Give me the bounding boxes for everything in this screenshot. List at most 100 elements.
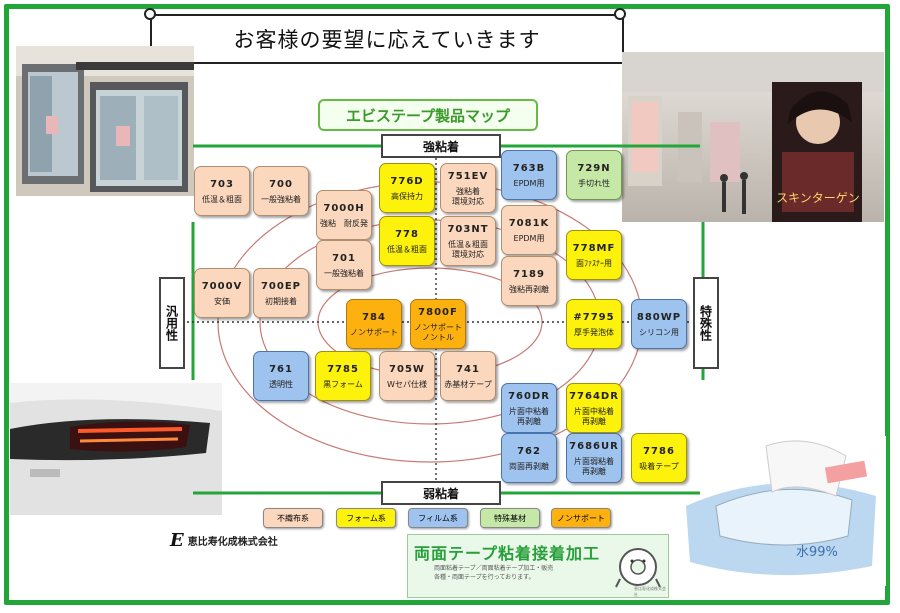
product-box-7686UR: 7686UR 片面弱粘着 再剥離 [566,433,622,483]
company-logo-mark: E [170,530,184,551]
package-illustration: 水99% [676,436,886,586]
product-code: 7081K [508,217,550,229]
product-box-700: 700 一般強粘着 [253,166,309,216]
product-description: ノンサポート [350,327,398,337]
processing-banner: 両面テープ粘着接着加工 両面粘着テープ／両面粘着テープ加工・販売 各種・両面テー… [407,534,669,598]
car-illustration [10,383,222,515]
banner-title: 両面テープ粘着接着加工 [414,544,601,563]
product-description: 低温＆粗面 [387,244,427,254]
product-description: EPDM用 [513,178,545,188]
product-code: 703NT [447,223,489,235]
product-description: 低温＆粗面 [202,194,242,204]
product-code: 751EV [447,170,489,182]
product-description: Wセパ仕様 [387,379,427,389]
product-description: 片面弱粘着 再剥離 [574,456,614,476]
product-box-763B: 763B EPDM用 [501,150,557,200]
product-description: 黒フォーム [323,379,363,389]
scroll-curl-right [614,8,626,20]
banner-sub2: 各種・両面テープを行っております。 [434,574,535,581]
banner-footer: 恵比寿化成株式会社 [634,586,666,597]
product-box-7081K: 7081K EPDM用 [501,205,557,255]
product-code: 784 [362,311,386,323]
product-code: 778 [395,228,419,240]
axis-label-right: 特殊性 [693,277,719,369]
product-code: 7000V [201,280,243,292]
product-description: 面ﾌｧｽﾅｰ用 [576,258,612,268]
product-code: 700 [269,178,293,190]
product-code: 7785 [327,363,359,375]
axis-label-left: 汎用性 [159,277,185,369]
legend-foam: フォーム系 [336,508,396,528]
product-code: 7800F [418,306,458,318]
product-box-703NT: 703NT 低温＆粗面 環境対応 [440,216,496,266]
package-text: 水99% [796,545,838,560]
product-code: 700EP [260,280,302,292]
outer-frame [4,4,890,605]
banner-sub1: 両面粘着テープ／両面粘着テープ加工・販売 [434,565,554,572]
product-box-7764DR: 7764DR 片面中粘着 再剥離 [566,383,622,433]
car-taillight-photo [10,383,222,515]
product-code: 705W [389,363,425,375]
company-logo: E 恵比寿化成株式会社 [170,530,278,551]
product-description: EPDM用 [513,233,545,243]
product-description: 赤基材テープ [444,379,492,389]
product-description: シリコン用 [639,327,679,337]
station-ad-photo: スキンターゲン [622,52,884,222]
product-description: 強粘再剥離 [509,284,549,294]
station-illustration: スキンターゲン [622,52,884,222]
tape-roll-character-icon [615,548,661,588]
product-box-7189: 7189 強粘再剥離 [501,256,557,306]
product-box-7000V: 7000V 安価 [194,268,250,318]
product-box-701: 701 一般強粘着 [316,240,372,290]
ad-text: スキンターゲン [776,191,860,205]
window-photo [16,46,194,196]
legend-nonwoven: 不織布系 [263,508,323,528]
product-code: 762 [517,445,541,457]
axis-label-top: 強粘着 [381,134,501,158]
scroll-curl-left [144,8,156,20]
product-box-784: 784 ノンサポート [346,299,402,349]
product-code: 761 [269,363,293,375]
map-title: エビステープ製品マップ [318,99,538,131]
product-description: 安価 [214,296,230,306]
product-box-705W: 705W Wセパ仕様 [379,351,435,401]
product-code: 7786 [643,445,675,457]
product-code: 7189 [513,268,545,280]
product-box-880WP: 880WP シリコン用 [631,299,687,349]
company-name: 恵比寿化成株式会社 [187,537,278,548]
product-code: 7764DR [569,390,619,402]
product-description: 低温＆粗面 環境対応 [448,239,488,259]
product-code: 7686UR [569,440,619,452]
product-code: 763B [512,162,546,174]
product-code: 880WP [636,311,682,323]
product-code: 741 [456,363,480,375]
product-code: 729N [577,162,611,174]
product-box-778MF: 778MF 面ﾌｧｽﾅｰ用 [566,230,622,280]
legend-special: 特殊基材 [480,508,540,528]
product-box-778: 778 低温＆粗面 [379,216,435,266]
legend-nonsupport: ノンサポート [551,508,611,528]
product-description: 片面中粘着 再剥離 [574,406,614,426]
header-scroll-banner: お客様の要望に応えていきます [150,14,624,64]
product-box-7785: 7785 黒フォーム [315,351,371,401]
product-description: 厚手発泡体 [574,327,614,337]
product-code: 701 [332,252,356,264]
product-description: 一般強粘着 [324,268,364,278]
product-code: 778MF [572,242,616,254]
product-box-7795: #7795 厚手発泡体 [566,299,622,349]
product-code: #7795 [573,311,615,323]
product-description: 一般強粘着 [261,194,301,204]
map-title-text: エビステープ製品マップ [345,106,511,125]
window-illustration [16,46,194,196]
product-code: 7000H [323,202,365,214]
wipes-package-photo: 水99% [676,436,886,586]
legend-film: フィルム系 [408,508,468,528]
product-description: 高保持力 [391,191,423,201]
